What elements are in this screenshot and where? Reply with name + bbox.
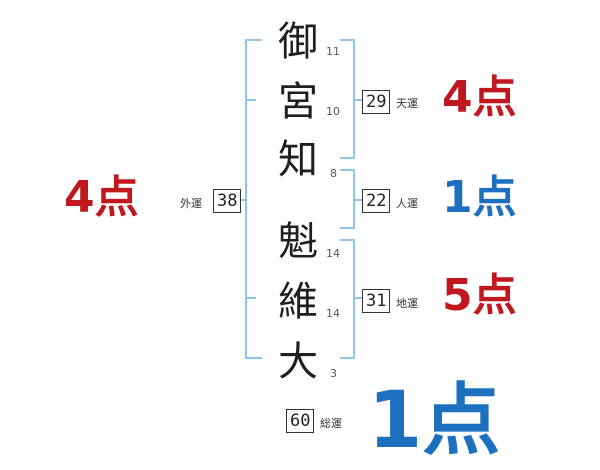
outer-left-bracket xyxy=(245,39,262,359)
stroke-count-3: 8 xyxy=(330,167,337,180)
jin-bracket xyxy=(340,169,355,229)
chi-unkaku-value: 31 xyxy=(362,289,391,313)
ten-unkaku-score: 4点 xyxy=(442,72,517,123)
stroke-count-6: 3 xyxy=(330,367,337,380)
jin-unkaku-score: 1点 xyxy=(442,172,517,223)
name-char-5: 維 xyxy=(278,279,318,325)
name-char-3: 知 xyxy=(278,137,318,183)
stroke-count-2: 10 xyxy=(326,105,340,118)
ten-unkaku-label: 天運 xyxy=(396,97,418,110)
ten-unkaku-value: 29 xyxy=(362,90,391,114)
stroke-count-4: 14 xyxy=(326,247,340,260)
gai-unkaku-label: 外運 xyxy=(180,197,202,210)
jin-unkaku-label: 人運 xyxy=(396,197,418,210)
so-unkaku-score: 1点 xyxy=(368,376,501,466)
gai-unkaku-value: 38 xyxy=(213,189,242,213)
name-char-4: 魁 xyxy=(278,219,318,265)
chi-unkaku-label: 地運 xyxy=(396,297,418,310)
chi-bracket xyxy=(340,239,355,359)
name-char-6: 大 xyxy=(278,339,318,385)
name-char-1: 御 xyxy=(278,19,318,65)
so-unkaku-value: 60 xyxy=(286,409,315,433)
chi-unkaku-score: 5点 xyxy=(442,270,517,321)
stroke-count-5: 14 xyxy=(326,307,340,320)
ten-bracket xyxy=(340,39,355,159)
so-unkaku-label: 総運 xyxy=(320,417,342,430)
jin-unkaku-value: 22 xyxy=(362,189,391,213)
name-char-2: 宮 xyxy=(278,79,318,125)
gai-unkaku-score: 4点 xyxy=(64,172,139,223)
stroke-count-1: 11 xyxy=(326,45,340,58)
